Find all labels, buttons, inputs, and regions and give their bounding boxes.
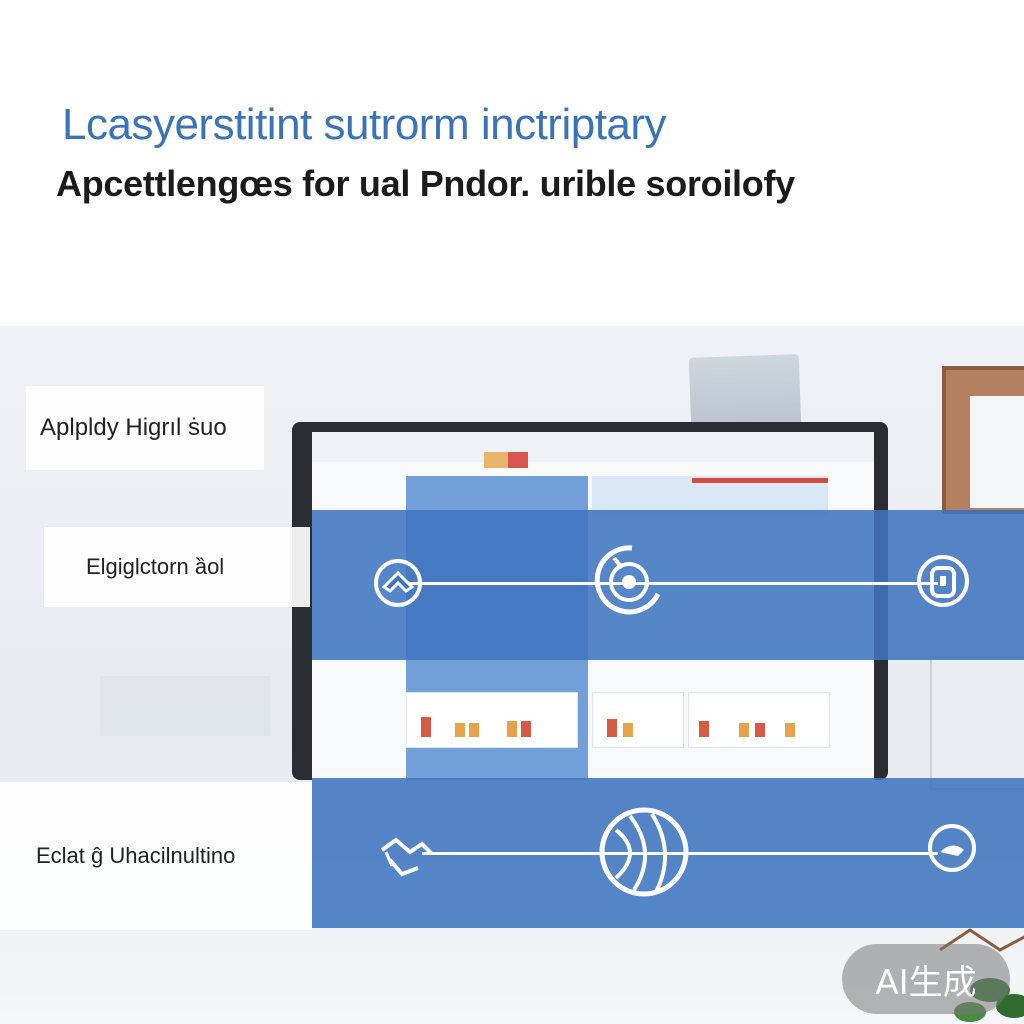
label-box-3-text: Eclat ĝ Uhacilnultino [36,843,236,868]
mini-bar [421,717,431,737]
mini-bar [785,723,795,737]
wall-sign [688,354,802,430]
ai-generated-badge: AI生成 [842,944,1010,1014]
label-box-1-text: Aplpldy Higrıl ṡuo [40,414,227,441]
mini-bar [607,719,617,737]
handshake-icon [380,837,434,877]
page-subtitle: Apcettlengœs for ual Pndor. urible soroi… [56,163,795,204]
mini-bar [521,721,531,737]
screen-red-tag [508,452,528,468]
label-box-2-text: Elgiglctorn ȁol [86,554,225,579]
wall-frame-poster [970,396,1024,508]
desk-shelf [100,676,270,736]
screen-mini-chart [688,692,830,748]
label-box-2: Elgiglctorn ȁol [44,527,310,607]
blue-band-2 [312,778,1024,928]
target-icon [594,545,661,615]
screen-red-bar [692,478,828,483]
mini-bar [455,723,465,737]
mini-bar [507,721,517,737]
page-title: Lcasyerstitint sutrorm inctriptary [62,100,667,149]
connector-line [422,852,938,855]
ai-generated-badge-text: AI生成 [875,962,977,1003]
mini-bar [469,723,479,737]
house-icon [374,559,422,607]
screen-topbar [312,432,874,462]
screen-mini-chart [592,692,684,748]
screen-mini-chart [406,692,578,748]
blue-band-1 [312,510,1024,660]
label-box-3: Eclat ĝ Uhacilnultino [0,782,312,930]
file-tray [930,656,1024,790]
label-box-1: Aplpldy Higrıl ṡuo [26,386,264,470]
connector-line [408,582,938,585]
mini-bar [699,721,709,737]
mini-bar [739,723,749,737]
lock-icon [917,555,969,607]
mini-bar [755,723,765,737]
chat-bubble-icon [928,824,976,872]
mini-bar [623,723,633,737]
globe-icon [599,807,689,897]
